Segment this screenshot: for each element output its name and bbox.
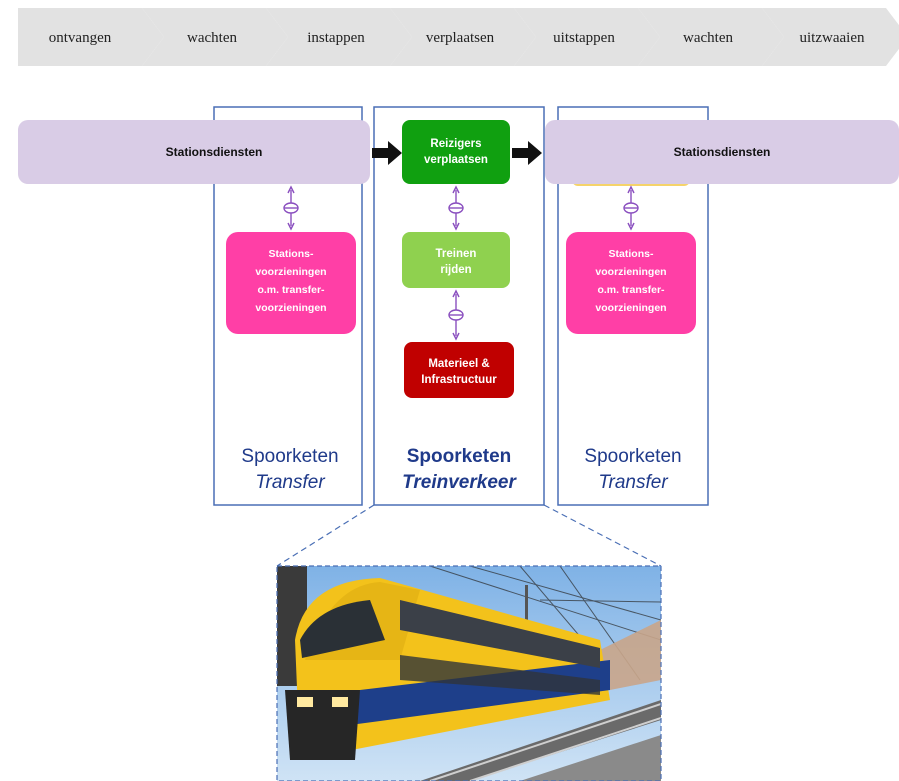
svg-text:voorzieningen: voorzieningen xyxy=(255,266,326,278)
chevron-step xyxy=(514,8,660,66)
svg-text:Stations-: Stations- xyxy=(609,248,654,260)
svg-text:verplaatsen: verplaatsen xyxy=(424,154,488,166)
svg-text:o.m. transfer-: o.m. transfer- xyxy=(597,284,665,296)
train-photo xyxy=(276,565,662,781)
chevron-step xyxy=(762,8,899,66)
connector-arrowhead xyxy=(452,222,460,231)
box-materieel-infrastructuur: Materieel & Infrastructuur xyxy=(404,342,514,398)
left-transfer-frame xyxy=(213,106,363,506)
svg-text:voorzieningen: voorzieningen xyxy=(255,302,326,314)
chevron-step-label: wachten xyxy=(187,30,237,46)
left-stations-voorzieningen: Stations- voorzieningen o.m. transfer- v… xyxy=(226,232,356,334)
svg-text:Reizigers: Reizigers xyxy=(430,138,481,150)
arrow-to-right xyxy=(512,141,542,165)
box-treinen-rijden: Treinen rijden xyxy=(402,232,510,288)
connector-arrowhead xyxy=(452,185,460,194)
svg-text:voorzieningen: voorzieningen xyxy=(595,266,666,278)
connector-arrowhead xyxy=(627,185,635,194)
right-transfer-frame xyxy=(557,106,709,506)
connector-arrowhead xyxy=(627,222,635,231)
right-stations-voorzieningen: Stations- voorzieningen o.m. transfer- v… xyxy=(566,232,696,334)
zoom-line-left xyxy=(276,504,375,567)
zoom-line-right xyxy=(543,504,662,567)
connector-arrowhead xyxy=(287,222,295,231)
left-chain-subtitle: Transfer xyxy=(255,472,325,493)
box-reizigers-verplaatsen: Reizigers verplaatsen xyxy=(402,120,510,184)
connector-arrowhead xyxy=(287,185,295,194)
center-chain-subtitle: Treinverkeer xyxy=(402,472,517,493)
svg-text:o.m. transfer-: o.m. transfer- xyxy=(257,284,325,296)
svg-text:rijden: rijden xyxy=(440,264,471,276)
arrow-to-center xyxy=(372,141,402,165)
right-chain-title: Spoorketen xyxy=(584,446,681,467)
chevron-step xyxy=(390,8,536,66)
interface-connectors xyxy=(283,185,639,341)
chevron-step xyxy=(638,8,784,66)
chevron-step xyxy=(18,8,164,66)
connector-arrowhead xyxy=(452,332,460,341)
left-stationsdiensten: Stationsdiensten xyxy=(18,120,370,184)
svg-text:Materieel &: Materieel & xyxy=(428,358,489,370)
connector-arrowhead xyxy=(452,289,460,298)
chevron-step xyxy=(142,8,288,66)
svg-text:Stationsdiensten: Stationsdiensten xyxy=(166,145,263,159)
left-chain-title: Spoorketen xyxy=(241,446,338,467)
right-chain-subtitle: Transfer xyxy=(598,472,668,493)
right-stationsdiensten: Stationsdiensten xyxy=(545,120,899,184)
svg-text:Treinen: Treinen xyxy=(436,248,477,260)
svg-text:Stations-: Stations- xyxy=(269,248,314,260)
chevron-step-label: uitzwaaien xyxy=(800,30,865,46)
chevron-step-label: instappen xyxy=(307,30,365,46)
svg-text:voorzieningen: voorzieningen xyxy=(595,302,666,314)
svg-text:Stationsdiensten: Stationsdiensten xyxy=(674,145,771,159)
chevron-step-label: verplaatsen xyxy=(426,30,495,46)
chevron-step-label: wachten xyxy=(683,30,733,46)
chevron-step-label: uitstappen xyxy=(553,30,615,46)
center-chain-title: Spoorketen xyxy=(407,446,512,467)
center-treinverkeer-frame xyxy=(373,106,545,506)
process-steps: ontvangen wachten instappen verplaatsen uits… xyxy=(18,8,899,66)
chevron-step-label: ontvangen xyxy=(49,30,112,46)
svg-text:Infrastructuur: Infrastructuur xyxy=(421,374,497,386)
chevron-step xyxy=(266,8,412,66)
